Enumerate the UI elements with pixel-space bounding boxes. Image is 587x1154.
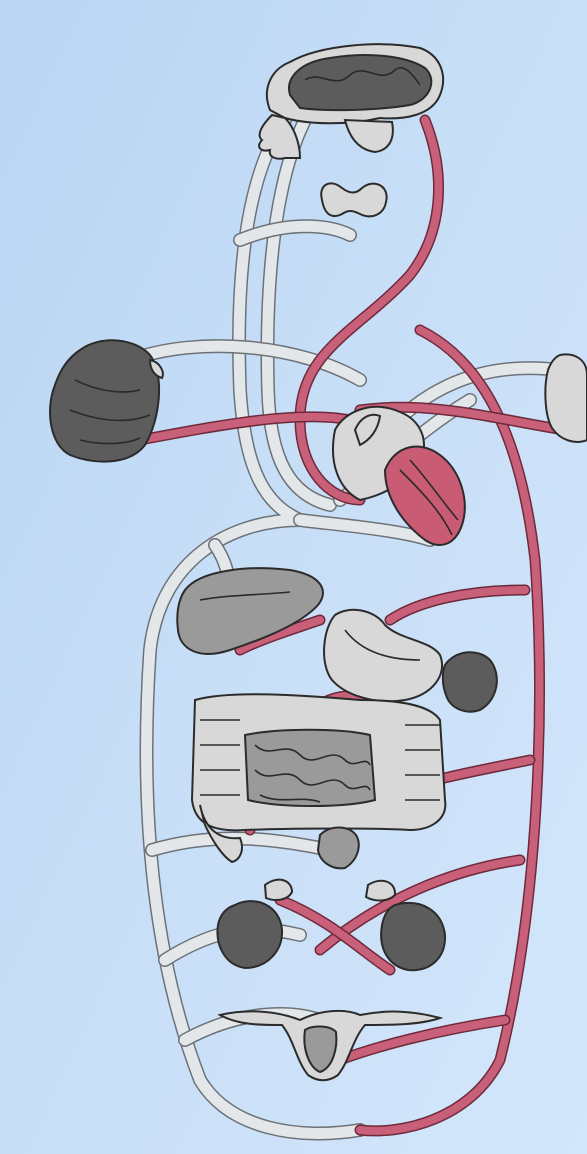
bladder-icon [318,828,359,869]
brain-icon [259,44,443,158]
left-lung-icon [50,340,163,461]
left-kidney-icon [217,880,292,968]
liver-icon [177,568,323,654]
right-lung-icon [545,354,587,442]
spleen-icon [443,652,497,711]
thyroid-icon [321,183,386,216]
uterus-icon [220,1011,440,1080]
stomach-icon [324,610,442,702]
